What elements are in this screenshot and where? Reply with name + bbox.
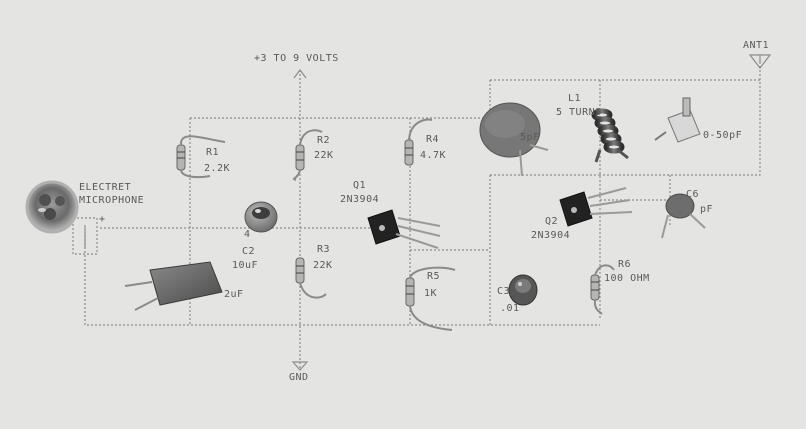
c6-capacitor: [661, 193, 706, 239]
l1-name-label: L1: [568, 93, 582, 104]
c3-capacitor: [508, 274, 538, 306]
supply-arrow: [293, 69, 307, 79]
mic-label-line1: ELECTRET: [79, 182, 132, 193]
c5-value-label: 5pF: [520, 132, 540, 143]
c6-value-label: pF: [700, 204, 714, 215]
ground-label: GND: [289, 372, 309, 383]
c1-capacitor: [124, 261, 223, 311]
l1-coil: [591, 108, 629, 163]
mic-terminal: [72, 217, 98, 255]
q2-name-label: Q2: [545, 216, 559, 227]
c6-name-label: C6: [686, 189, 700, 200]
r4-resistor: [404, 118, 433, 166]
l1-desc-label: 5 TURNS: [556, 107, 602, 118]
c2-name-label: C2: [242, 246, 256, 257]
r2-resistor: [292, 129, 323, 181]
r1-value-label: 2.2K: [204, 163, 231, 174]
r3-resistor: [295, 257, 327, 299]
r2-value-label: 22K: [314, 150, 334, 161]
c1-value-label: 2uF: [224, 289, 244, 300]
r6-resistor: [590, 264, 615, 315]
q2-part-label: 2N3904: [531, 230, 571, 241]
ground-arrow: [291, 361, 309, 371]
mic-label-line2: MICROPHONE: [79, 195, 145, 206]
r5-value-label: 1K: [424, 288, 438, 299]
antenna-symbol: [748, 54, 772, 69]
c3-value-label: .01: [500, 303, 520, 314]
trimmer-capacitor: [654, 97, 701, 143]
r5-name-label: R5: [427, 271, 441, 282]
r3-value-label: 22K: [313, 260, 333, 271]
electret-microphone: [25, 180, 79, 234]
c2-capacitor: [244, 201, 278, 233]
r4-value-label: 4.7K: [420, 150, 447, 161]
r2-name-label: R2: [317, 135, 331, 146]
c3-name-label: C3: [497, 286, 511, 297]
c4-name-label: 4: [244, 229, 251, 240]
r1-resistor: [176, 135, 226, 179]
q1-part-label: 2N3904: [340, 194, 380, 205]
r6-value-label: 100 OHM: [604, 273, 650, 284]
r6-name-label: R6: [618, 259, 632, 270]
r1-name-label: R1: [206, 147, 220, 158]
q1-transistor: [367, 209, 441, 249]
r3-name-label: R3: [317, 244, 331, 255]
r4-name-label: R4: [426, 134, 440, 145]
mic-plus-label: +: [99, 214, 106, 225]
c2-value-label: 10uF: [232, 260, 259, 271]
c5-capacitor: [479, 102, 549, 177]
q1-name-label: Q1: [353, 180, 367, 191]
q2-transistor: [559, 187, 633, 227]
trimmer-value-label: 0-50pF: [703, 130, 743, 141]
r5-resistor: [405, 266, 456, 331]
supply-label: +3 TO 9 VOLTS: [254, 53, 339, 64]
antenna-label: ANT1: [743, 40, 770, 51]
